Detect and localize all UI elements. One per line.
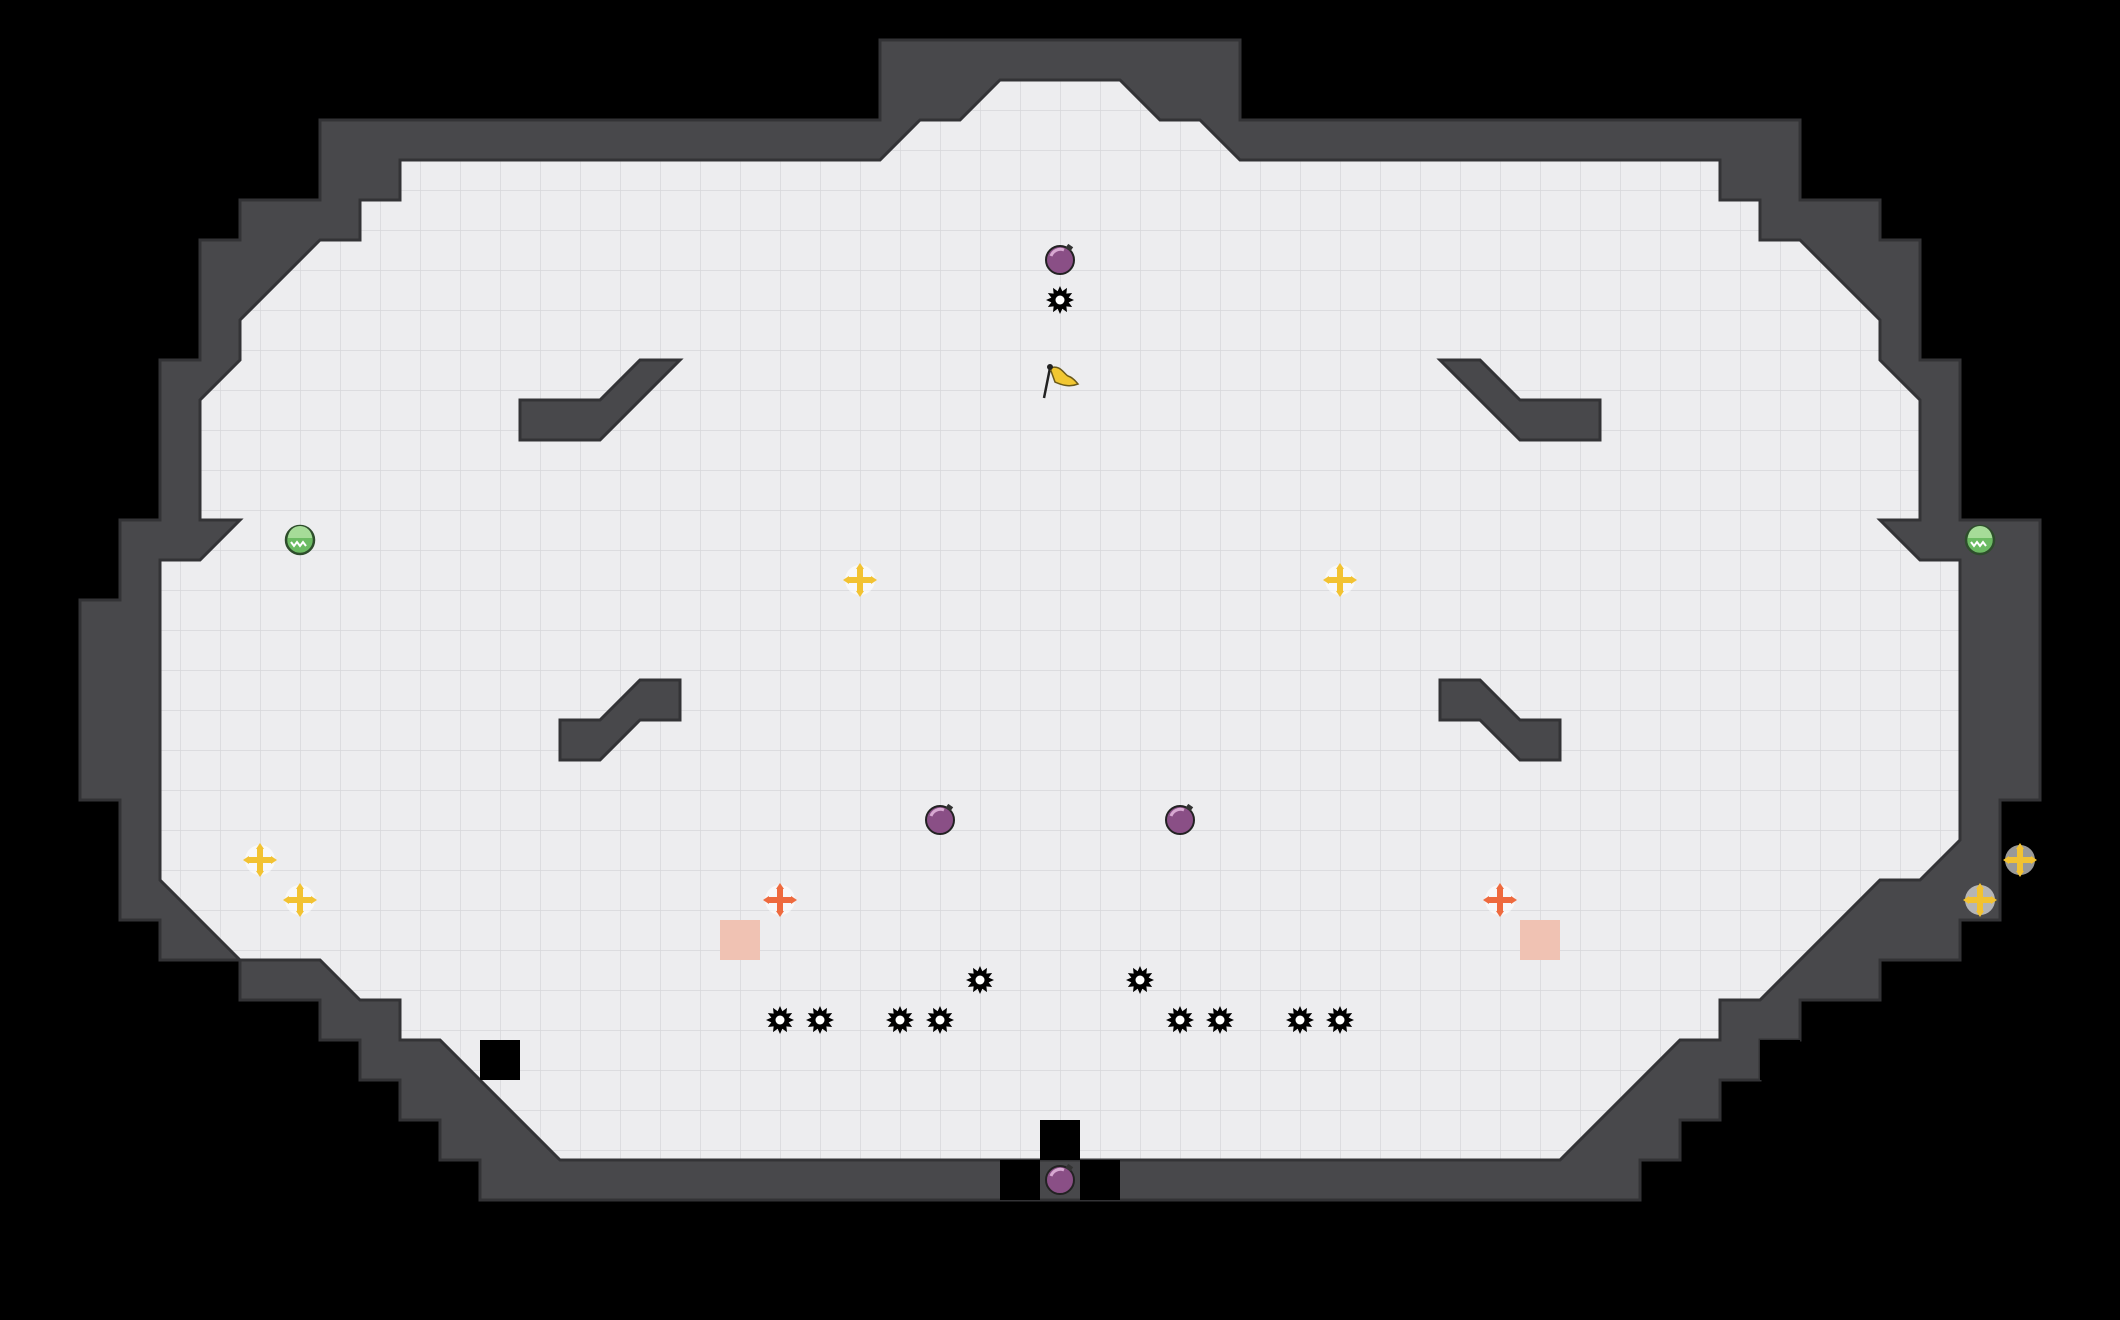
saw-blade-icon bbox=[806, 1006, 834, 1034]
saw-blade-icon bbox=[1126, 966, 1154, 994]
green-gem-icon bbox=[284, 524, 316, 556]
bomb-icon bbox=[925, 803, 955, 835]
green-gem-icon bbox=[1964, 524, 1996, 556]
tiles-layer bbox=[480, 920, 1800, 1200]
saw-blade-icon bbox=[966, 966, 994, 994]
red-cross-icon bbox=[763, 883, 797, 917]
bomb-icon bbox=[1045, 243, 1075, 275]
pit-tile bbox=[1080, 1160, 1120, 1200]
gold-cross-icon bbox=[1963, 883, 1997, 917]
gold-cross-icon bbox=[1323, 563, 1357, 597]
gold-cross-icon bbox=[2003, 843, 2037, 877]
wall-ledge-lower-left bbox=[558, 678, 682, 762]
playfield-floor bbox=[158, 78, 1962, 1162]
pit-tile bbox=[480, 1040, 520, 1080]
saw-blade-icon bbox=[1286, 1006, 1314, 1034]
pit-tile bbox=[1040, 1120, 1080, 1160]
wall-ledge-upper-right bbox=[1436, 358, 1602, 442]
bomb-icon bbox=[1045, 1163, 1075, 1195]
gold-cross-icon bbox=[243, 843, 277, 877]
bomb-icon bbox=[1165, 803, 1195, 835]
gold-cross-icon bbox=[843, 563, 877, 597]
pit-tile bbox=[1760, 1040, 1800, 1080]
pink-tile bbox=[720, 920, 760, 960]
goal-flag-icon bbox=[1042, 364, 1080, 399]
saw-blade-icon bbox=[886, 1006, 914, 1034]
saw-blade-icon bbox=[1326, 1006, 1354, 1034]
entities-layer bbox=[243, 243, 2037, 1195]
gold-cross-icon bbox=[283, 883, 317, 917]
saw-blade-icon bbox=[1166, 1006, 1194, 1034]
pit-tile bbox=[1000, 1160, 1040, 1200]
pink-tile bbox=[1520, 920, 1560, 960]
red-cross-icon bbox=[1483, 883, 1517, 917]
wall-ledge-upper-left bbox=[518, 358, 684, 442]
saw-blade-icon bbox=[1206, 1006, 1234, 1034]
saw-blade-icon bbox=[926, 1006, 954, 1034]
saw-blade-icon bbox=[766, 1006, 794, 1034]
saw-blade-icon bbox=[1046, 286, 1074, 314]
wall-ledge-lower-right bbox=[1438, 678, 1562, 762]
